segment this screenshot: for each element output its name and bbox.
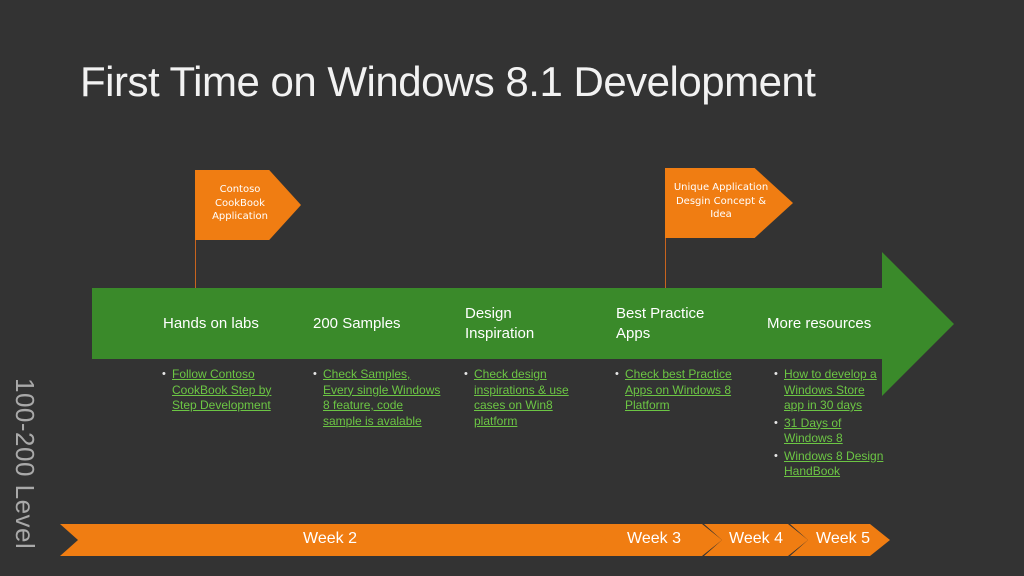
milestone-flag-1-text: Contoso CookBook Application (212, 184, 268, 222)
week-3-chevron (588, 524, 722, 556)
slide-title: First Time on Windows 8.1 Development (80, 58, 816, 105)
week-4-chevron (704, 524, 808, 556)
step-hands-on-labs: Hands on labs (163, 315, 259, 332)
week-2-label: Week 2 (303, 530, 357, 547)
list-item: Follow Contoso CookBook Step by Step Dev… (162, 367, 282, 414)
list-item: How to develop a Windows Store app in 30… (774, 367, 886, 414)
list-item: Check design inspirations & use cases on… (464, 367, 576, 429)
list-item: Check best Practice Apps on Windows 8 Pl… (615, 367, 740, 414)
link-check-samples[interactable]: Check Samples, Every single Windows 8 fe… (323, 367, 441, 428)
step-200-samples: 200 Samples (313, 315, 401, 332)
week-5-label: Week 5 (816, 530, 870, 547)
week-4-label: Week 4 (729, 530, 783, 547)
link-30-days[interactable]: How to develop a Windows Store app in 30… (784, 367, 877, 412)
milestone-flag-2-text: Unique Application Desgin Concept & Idea (673, 182, 769, 220)
link-31-days[interactable]: 31 Days of Windows 8 (784, 415, 843, 446)
link-best-practice-apps[interactable]: Check best Practice Apps on Windows 8 Pl… (625, 367, 732, 412)
list-item: 31 Days of Windows 8 (774, 415, 886, 447)
week-5-chevron (790, 524, 890, 556)
resources-best-practice: Check best Practice Apps on Windows 8 Pl… (615, 367, 740, 416)
link-design-inspirations[interactable]: Check design inspirations & use cases on… (474, 367, 569, 428)
step-best-practice-apps: Best Practice Apps (616, 305, 705, 342)
link-contoso-cookbook[interactable]: Follow Contoso CookBook Step by Step Dev… (172, 367, 272, 412)
week-2-chevron (60, 524, 610, 556)
milestone-pole-2 (665, 205, 666, 288)
list-item: Windows 8 Design HandBook (774, 448, 886, 480)
link-design-handbook[interactable]: Windows 8 Design HandBook (784, 448, 884, 479)
resources-hands-on-labs: Follow Contoso CookBook Step by Step Dev… (162, 367, 282, 416)
resources-200-samples: Check Samples, Every single Windows 8 fe… (313, 367, 443, 431)
week-3-label: Week 3 (627, 530, 681, 547)
list-item: Check Samples, Every single Windows 8 fe… (313, 367, 443, 429)
step-more-resources: More resources (767, 315, 872, 332)
step-design-inspiration: Design Inspiration (465, 305, 535, 342)
resources-design-inspiration: Check design inspirations & use cases on… (464, 367, 576, 431)
timeline-arrow (92, 252, 954, 396)
resources-more: How to develop a Windows Store app in 30… (774, 367, 886, 482)
